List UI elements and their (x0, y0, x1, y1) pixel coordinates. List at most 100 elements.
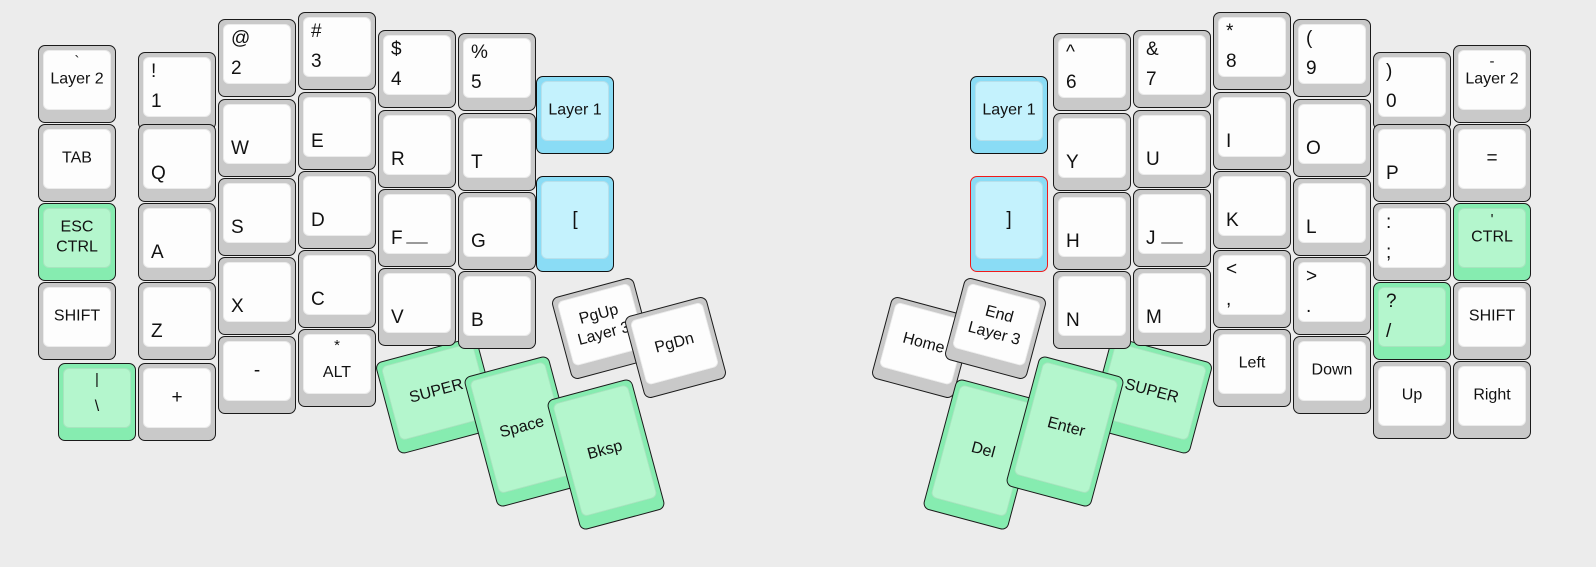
keycap-surface: :; (1378, 208, 1446, 268)
key-r-r4-c2[interactable]: M (1133, 268, 1211, 346)
keycap-surface: R (383, 115, 451, 175)
key-l-r4-c2[interactable]: Z (138, 282, 216, 360)
key-r-r2-c3[interactable]: I (1213, 92, 1291, 170)
key-top-legend: - (1489, 53, 1495, 70)
keycap-surface: 'CTRL (1458, 208, 1526, 268)
keycap-surface: F (383, 194, 451, 254)
key-r-r5-c3[interactable]: Left (1213, 329, 1291, 407)
key-base-legend: Y (1066, 152, 1079, 174)
keycap-surface: N (1058, 276, 1126, 336)
keycap-surface: P (1378, 129, 1446, 189)
key-r-r1-c2[interactable]: &7 (1133, 30, 1211, 108)
key-base-legend: L (1306, 217, 1317, 239)
key-base-legend: N (1066, 310, 1080, 332)
keycap-surface: &7 (1138, 35, 1206, 95)
keycap-surface: = (1458, 129, 1526, 189)
keycap-surface: S (223, 183, 291, 243)
key-base-legend: H (1066, 231, 1080, 253)
keycap-surface: J (1138, 194, 1206, 254)
key-l-r1-c5[interactable]: $4 (378, 30, 456, 108)
key-l-r2-c2[interactable]: Q (138, 124, 216, 202)
key-r-r1-c4[interactable]: (9 (1293, 19, 1371, 97)
key-l-r3-c5[interactable]: F (378, 189, 456, 267)
keycap-surface: [ (541, 181, 609, 259)
key-shift-legend: : (1386, 212, 1392, 233)
key-l-r3-c6[interactable]: G (458, 192, 536, 270)
keycap-surface: H (1058, 197, 1126, 257)
key-r-lay1[interactable]: Layer 1 (970, 76, 1048, 154)
key-l-r1-c2[interactable]: !1 (138, 52, 216, 130)
key-center-label: CTRL (1471, 228, 1513, 246)
key-l-r2-c5[interactable]: R (378, 110, 456, 188)
key-r-r5-c5[interactable]: Up (1373, 361, 1451, 439)
key-l-r1-c4[interactable]: #3 (298, 12, 376, 90)
key-r-r1-c1[interactable]: ^6 (1053, 33, 1131, 111)
keycap-surface: Right (1458, 366, 1526, 426)
keycap-surface: M (1138, 273, 1206, 333)
key-l-r4-c1[interactable]: SHIFT (38, 282, 116, 360)
keycap-surface: Enter (1013, 361, 1119, 495)
key-center-label: Layer 1 (982, 101, 1036, 119)
key-r-r2-c5[interactable]: P (1373, 124, 1451, 202)
key-r-r4-c6[interactable]: SHIFT (1453, 282, 1531, 360)
key-base-legend: 8 (1226, 51, 1237, 73)
key-r-r4-c4[interactable]: >. (1293, 257, 1371, 335)
key-r-r2-c1[interactable]: Y (1053, 113, 1131, 191)
key-r-r1-c5[interactable]: )0 (1373, 52, 1451, 130)
key-r-brk[interactable]: ] (970, 176, 1048, 272)
key-center-label: Right (1473, 386, 1511, 404)
keycap-surface: + (143, 368, 211, 428)
keycap-surface: )0 (1378, 57, 1446, 117)
key-r-r5-c4[interactable]: Down (1293, 336, 1371, 414)
keycap-surface: Q (143, 129, 211, 189)
keycap-surface: >. (1298, 262, 1366, 322)
keycap-surface: Layer 1 (975, 81, 1043, 141)
key-base-legend: 7 (1146, 69, 1157, 91)
key-r-r1-c3[interactable]: *8 (1213, 12, 1291, 90)
key-r-r2-c6[interactable]: = (1453, 124, 1531, 202)
key-r-r3-c3[interactable]: K (1213, 171, 1291, 249)
key-r-r3-c5[interactable]: :; (1373, 203, 1451, 281)
key-base-legend: , (1226, 289, 1232, 311)
key-base-legend: P (1386, 163, 1399, 185)
keycap-surface: I (1218, 97, 1286, 157)
key-center-label: Up (1401, 386, 1423, 404)
key-l-brk[interactable]: [ (536, 176, 614, 272)
keycap-surface: SHIFT (43, 287, 111, 347)
keycap-surface: -Layer 2 (1458, 50, 1526, 110)
key-r-r3-c4[interactable]: L (1293, 178, 1371, 256)
key-l-r1-c3[interactable]: @2 (218, 19, 296, 97)
key-l-r2-c1[interactable]: TAB (38, 124, 116, 202)
key-l-extra-alt[interactable]: *ALT (298, 329, 376, 407)
key-r-r2-c2[interactable]: U (1133, 110, 1211, 188)
key-l-extra-minus[interactable]: - (218, 336, 296, 414)
key-r-r1-c6[interactable]: -Layer 2 (1453, 45, 1531, 123)
key-shift-legend: ? (1386, 291, 1397, 312)
key-r-r3-c6[interactable]: 'CTRL (1453, 203, 1531, 281)
key-r-r5-c6[interactable]: Right (1453, 361, 1531, 439)
key-base-legend: 9 (1306, 58, 1317, 80)
key-l-r4-c5[interactable]: V (378, 268, 456, 346)
keycap-surface: U (1138, 115, 1206, 175)
key-base-legend: O (1306, 138, 1321, 160)
key-l-r3-c4[interactable]: D (298, 171, 376, 249)
key-center-glyph: = (1486, 148, 1498, 170)
key-r-r4-c5[interactable]: ?/ (1373, 282, 1451, 360)
key-r-r3-c2[interactable]: J (1133, 189, 1211, 267)
key-r-r4-c1[interactable]: N (1053, 271, 1131, 349)
key-base-legend: 0 (1386, 91, 1397, 113)
key-r-r3-c1[interactable]: H (1053, 192, 1131, 270)
key-l-r3-c2[interactable]: A (138, 203, 216, 281)
key-l-r3-c3[interactable]: S (218, 178, 296, 256)
key-r-r4-c3[interactable]: <, (1213, 250, 1291, 328)
key-base-legend: K (1226, 210, 1239, 232)
keycap-surface: ] (975, 181, 1043, 259)
key-r-r2-c4[interactable]: O (1293, 99, 1371, 177)
key-shift-legend: > (1306, 266, 1318, 287)
keycap-surface: Y (1058, 118, 1126, 178)
key-base-legend: . (1306, 296, 1312, 318)
key-l-r4-c6[interactable]: B (458, 271, 536, 349)
key-l-extra-plus[interactable]: + (138, 363, 216, 441)
